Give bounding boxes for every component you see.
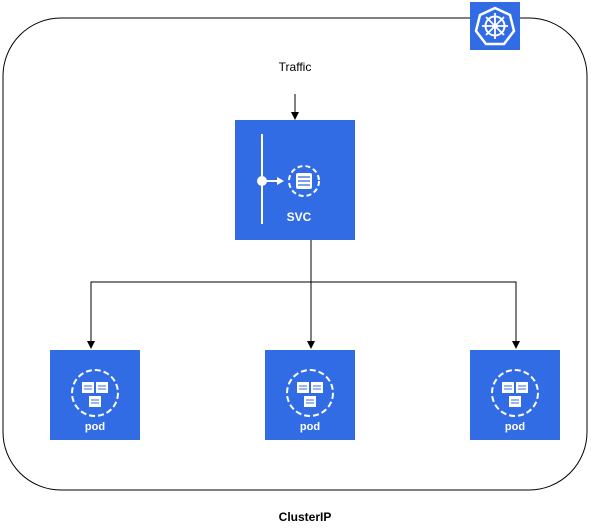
connector-to-pod-1	[87, 281, 311, 349]
clusterip-label: ClusterIP	[279, 510, 332, 524]
pod-node: pod	[50, 350, 140, 440]
traffic-label: Traffic	[279, 60, 312, 74]
pod-icon	[286, 369, 334, 417]
pod-label: pod	[300, 421, 320, 433]
connector-to-pod-3	[311, 281, 520, 349]
service-icon	[257, 134, 320, 224]
kubernetes-logo-icon	[470, 2, 520, 50]
pod-label: pod	[505, 421, 525, 433]
cluster-boundary	[2, 17, 588, 491]
pod-icon	[491, 369, 539, 417]
service-label: SVC	[287, 210, 312, 224]
service-node: SVC	[235, 120, 355, 240]
service-to-pod-connectors	[87, 240, 520, 349]
pod-node: pod	[470, 350, 560, 440]
pod-node: pod	[265, 350, 355, 440]
pod-icon	[71, 369, 119, 417]
pod-label: pod	[85, 421, 105, 433]
